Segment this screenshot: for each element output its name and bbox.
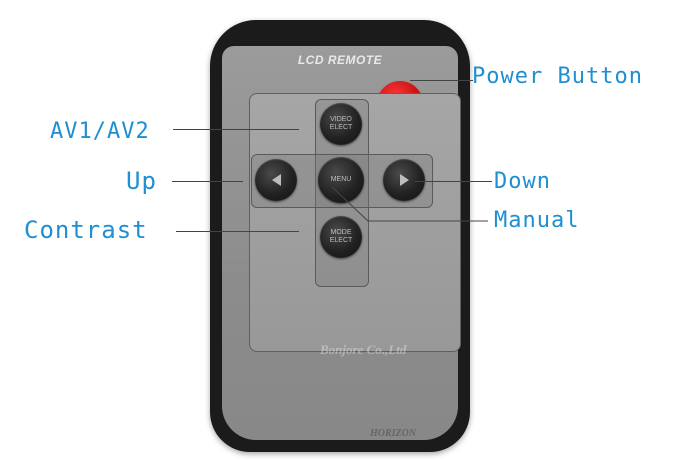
up-leader-line xyxy=(172,181,243,182)
av-leader-line xyxy=(173,129,299,130)
watermark-horizon: HORIZON xyxy=(370,428,417,439)
right-button[interactable] xyxy=(383,159,425,201)
left-button[interactable] xyxy=(255,159,297,201)
label-up: Up xyxy=(126,167,157,195)
power-leader-line xyxy=(410,80,473,81)
mode-select-button[interactable]: MODE ELECT xyxy=(320,216,362,258)
manual-leader-line xyxy=(331,186,488,222)
label-av: AV1/AV2 xyxy=(50,119,150,144)
left-arrow-icon xyxy=(271,174,281,186)
control-panel: VIDEO ELECT MENU MODE ELECT xyxy=(249,93,461,352)
label-manual: Manual xyxy=(494,208,580,233)
watermark-bonjore: Bonjore Co.,Ltd xyxy=(320,342,407,357)
video-select-label: VIDEO ELECT xyxy=(329,116,353,131)
label-contrast: Contrast xyxy=(24,216,148,244)
menu-label: MENU xyxy=(330,176,352,183)
video-select-button[interactable]: VIDEO ELECT xyxy=(320,103,362,145)
mode-select-label: MODE ELECT xyxy=(329,229,353,244)
down-leader-line xyxy=(415,181,492,182)
label-down: Down xyxy=(494,169,551,194)
remote-title: LCD REMOTE xyxy=(297,53,383,67)
remote-face: LCD REMOTE VIDEO ELECT MENU xyxy=(222,46,461,440)
label-power-button: Power Button xyxy=(472,64,643,89)
remote-control: LCD REMOTE VIDEO ELECT MENU xyxy=(210,20,470,452)
right-arrow-icon xyxy=(399,174,409,186)
contrast-leader-line xyxy=(176,231,299,232)
